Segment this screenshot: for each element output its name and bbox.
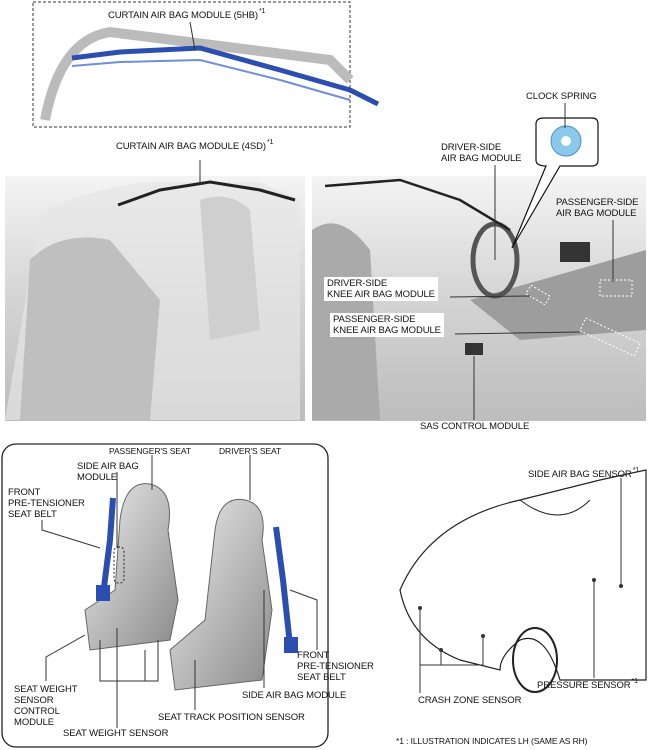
car-exterior — [399, 469, 647, 681]
seat-weight-sensor-label: SEAT WEIGHT SENSOR — [63, 728, 169, 739]
label-line: CONTROL — [14, 706, 60, 717]
label-line: AIR BAG MODULE — [556, 208, 637, 219]
passenger-seat-label: PASSENGER'S SEAT — [109, 446, 191, 456]
curtain-5hb-label: CURTAIN AIR BAG MODULE (5HB)*1 — [108, 8, 266, 21]
label-line: PASSENGER-SIDE — [556, 197, 639, 208]
label-line: PRE-TENSIONER — [8, 498, 85, 509]
crash-zone-sensor-label: CRASH ZONE SENSOR — [418, 695, 522, 706]
label-line: AIR BAG MODULE — [441, 153, 522, 164]
curtain-5hb-text: CURTAIN AIR BAG MODULE (5HB) — [108, 10, 258, 21]
side-sensor-text: SIDE AIR BAG SENSOR — [528, 469, 632, 480]
side-airbag-sensor-label: SIDE AIR BAG SENSOR*1 — [528, 467, 640, 480]
clock-spring-label: CLOCK SPRING — [526, 91, 597, 102]
label-line: FRONT — [297, 650, 330, 661]
passenger-airbag-outline — [599, 279, 633, 297]
curtain-airbag-5hb — [71, 45, 380, 107]
driver-seat — [169, 498, 273, 691]
label-line: PRE-TENSIONER — [297, 661, 374, 672]
passenger-knee-airbag-outline — [579, 317, 641, 357]
label-line: KNEE AIR BAG MODULE — [327, 289, 435, 300]
curtain-4sd-label: CURTAIN AIR BAG MODULE (4SD)*1 — [116, 139, 274, 152]
label-line: SEAT WEIGHT — [14, 684, 78, 695]
label-line: DRIVER-SIDE — [327, 278, 388, 289]
footnote: *1 : ILLUSTRATION INDICATES LH (SAME AS … — [396, 736, 588, 746]
label-line: SENSOR — [14, 695, 54, 706]
left-seat-belt — [100, 497, 116, 596]
sas-control-module-label: SAS CONTROL MODULE — [420, 421, 530, 432]
side-airbag-right-label: SIDE AIR BAG MODULE — [242, 690, 347, 701]
driver-seat-label: DRIVER'S SEAT — [219, 446, 282, 456]
label-line: SEAT BELT — [8, 509, 57, 520]
label-line: MODULE — [77, 472, 118, 483]
sas-control-module — [465, 343, 483, 355]
label-line: KNEE AIR BAG MODULE — [333, 325, 441, 336]
curtain-4sd-text: CURTAIN AIR BAG MODULE (4SD) — [116, 141, 266, 152]
note-ref: *1 — [266, 139, 274, 146]
label-line: PASSENGER-SIDE — [333, 314, 416, 325]
pressure-sensor-label: PRESSURE SENSOR*1 — [537, 678, 639, 691]
note-ref: *1 — [632, 467, 640, 474]
passenger-seat — [84, 483, 179, 651]
note-ref: *1 — [631, 678, 639, 685]
label-line: FRONT — [8, 487, 41, 498]
label-line: MODULE — [14, 717, 55, 728]
curtain-airbag-4sd — [117, 180, 296, 207]
note-ref: *1 — [258, 8, 266, 15]
right-seat-belt — [273, 526, 293, 646]
pressure-text: PRESSURE SENSOR — [537, 680, 631, 691]
label-line: DRIVER-SIDE — [441, 142, 502, 153]
label-line: SIDE AIR BAG — [77, 461, 139, 472]
hatchback-curtain-inset — [32, 1, 351, 128]
seats-panel — [1, 443, 329, 748]
seat-track-position-sensor-label: SEAT TRACK POSITION SENSOR — [158, 712, 305, 723]
label-line: SEAT BELT — [297, 672, 346, 683]
